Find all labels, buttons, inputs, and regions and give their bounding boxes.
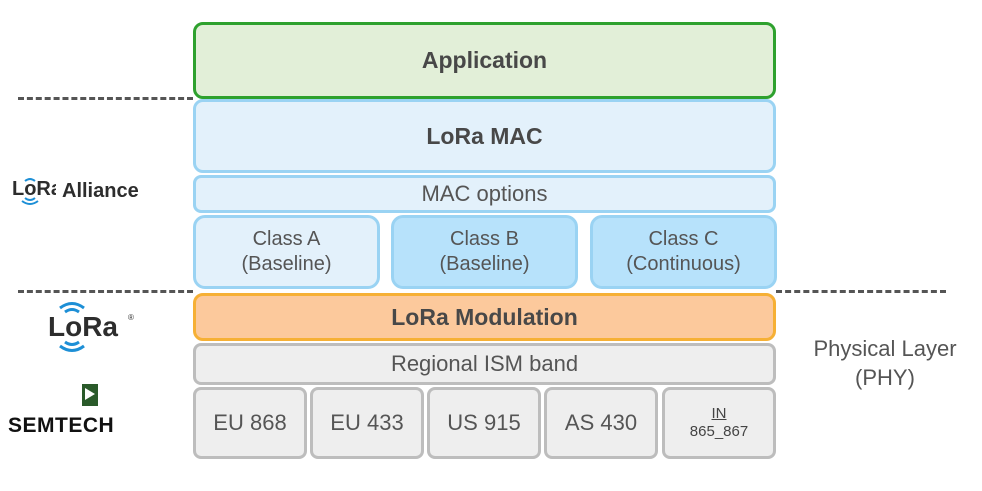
semtech-mark-icon: SEMTECH xyxy=(8,384,114,437)
band-label: US 915 xyxy=(447,410,521,435)
class-c-detail: (Continuous) xyxy=(626,253,741,275)
separator-mac-phy-left xyxy=(18,290,193,293)
class-b-detail: (Baseline) xyxy=(439,253,530,275)
physical-layer-line2: (PHY) xyxy=(855,364,915,390)
application-layer: Application xyxy=(193,22,776,99)
class-a-box: Class A (Baseline) xyxy=(193,215,380,289)
separator-application-mac xyxy=(18,97,193,100)
lora-modulation-layer: LoRa Modulation xyxy=(193,293,776,341)
band-box-in: IN 865_867 xyxy=(662,387,776,459)
alliance-label: Alliance xyxy=(62,179,139,202)
band-label: EU 868 xyxy=(213,410,287,435)
mac-options-label: MAC options xyxy=(421,181,548,206)
application-label: Application xyxy=(421,47,548,73)
regional-ism-band-layer: Regional ISM band xyxy=(193,343,776,385)
band-box: EU 868 xyxy=(193,387,307,459)
band-label: EU 433 xyxy=(330,410,404,435)
class-c-box: Class C (Continuous) xyxy=(590,215,777,289)
separator-mac-phy-right xyxy=(776,290,946,293)
class-b-box: Class B (Baseline) xyxy=(391,215,578,289)
lora-mac-label: LoRa MAC xyxy=(426,122,543,149)
class-c-name: Class C xyxy=(648,228,719,250)
regional-ism-band-label: Regional ISM band xyxy=(390,351,579,376)
physical-layer-line1: Physical Layer xyxy=(813,336,957,361)
band-box: EU 433 xyxy=(310,387,424,459)
svg-text:LoRa: LoRa xyxy=(48,311,118,342)
svg-text:®: ® xyxy=(128,313,134,322)
class-b-name: Class B xyxy=(450,228,519,250)
physical-layer-label: Physical Layer (PHY) xyxy=(790,335,980,392)
lora-modulation-label: LoRa Modulation xyxy=(391,303,578,330)
svg-text:LoRa: LoRa xyxy=(12,178,56,200)
lora-mac-layer: LoRa MAC xyxy=(193,99,776,173)
svg-text:SEMTECH: SEMTECH xyxy=(8,414,114,437)
band-in-top-label: IN xyxy=(711,405,727,422)
lora-alliance-logo: LoRa Alliance xyxy=(12,173,172,209)
band-label: AS 430 xyxy=(564,410,638,435)
lora-alliance-wave-icon: LoRa xyxy=(12,178,56,205)
class-a-detail: (Baseline) xyxy=(241,253,332,275)
semtech-logo: SEMTECH xyxy=(8,380,176,444)
mac-options-layer: MAC options xyxy=(193,175,776,213)
class-a-name: Class A xyxy=(252,228,321,250)
lora-logo: LoRa ® xyxy=(44,298,154,356)
lora-wave-icon: LoRa ® xyxy=(48,302,134,352)
band-box: US 915 xyxy=(427,387,541,459)
band-in-bottom-label: 865_867 xyxy=(689,423,749,440)
band-box: AS 430 xyxy=(544,387,658,459)
